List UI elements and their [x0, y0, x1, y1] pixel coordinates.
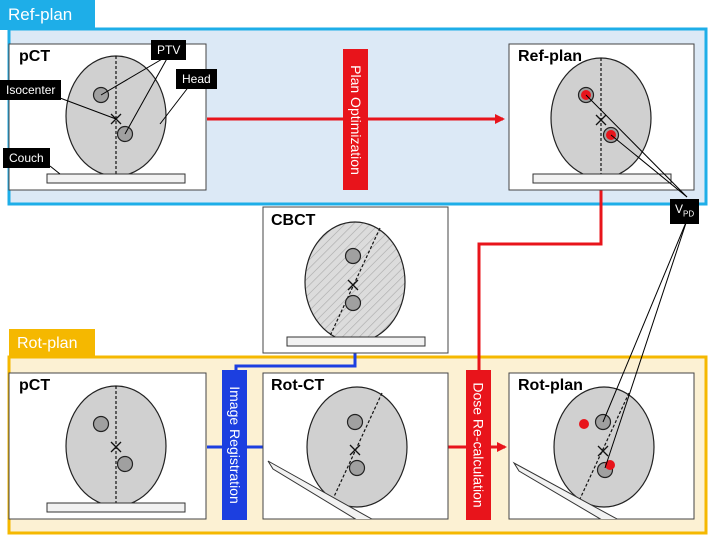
tag-head: Head [176, 69, 217, 89]
rot-plan-group-title: Rot-plan [17, 335, 78, 352]
ref-plan-group-label-bg [0, 0, 95, 30]
panel-title-ref-plan: Ref-plan [518, 48, 582, 65]
panel-rot-ct [262, 372, 449, 520]
tag-vpd: VPD [670, 199, 700, 225]
tag-isocenter: Isocenter [0, 80, 62, 100]
plan-optimization-text: Plan Optimization [347, 64, 364, 175]
panel-title-pct-bottom: pCT [19, 377, 51, 394]
dose-recalculation-label-bg [466, 370, 491, 520]
panel-title-cbct: CBCT [271, 212, 316, 229]
ref-plan-group-title: Ref-plan [8, 5, 73, 24]
image-registration-label: Image Registration [222, 370, 247, 520]
image-registration-text: Image Registration [226, 386, 243, 504]
tag-ptv: PTV [151, 40, 187, 60]
panel-title-pct-top: pCT [19, 48, 51, 65]
panel-cbct [262, 206, 449, 354]
tag-vpd-main: V [675, 202, 684, 216]
panel-title-rot-ct: Rot-CT [271, 377, 325, 394]
panel-rot-plan [508, 219, 695, 520]
panel-ref-plan [508, 43, 695, 198]
plan-optimization-label-bg [343, 49, 368, 190]
plan-optimization-label: Plan Optimization [343, 49, 368, 190]
panel-title-rot-plan: Rot-plan [518, 377, 583, 394]
tag-couch: Couch [3, 148, 50, 168]
dose-recalculation-label: Dose Re-calculation [466, 370, 491, 520]
image-registration-label-bg [222, 370, 247, 520]
dose-recalculation-text: Dose Re-calculation [470, 382, 487, 508]
rot-plan-group-label-bg [9, 329, 95, 357]
panel-pct-bottom [8, 372, 207, 520]
tag-vpd-sub: PD [683, 209, 695, 219]
